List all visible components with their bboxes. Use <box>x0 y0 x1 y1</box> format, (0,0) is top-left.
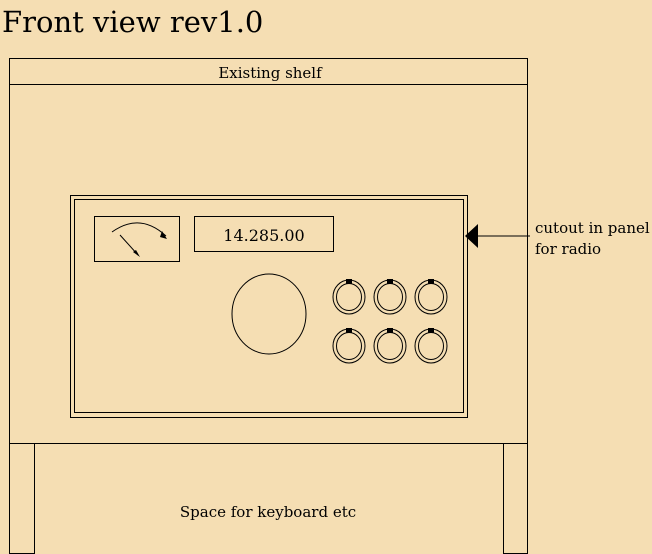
control-knob <box>373 279 407 315</box>
existing-shelf <box>9 58 528 85</box>
knob-inner-ring <box>377 332 403 360</box>
knob-inner-ring <box>418 332 444 360</box>
knob-indicator <box>428 279 434 284</box>
knob-inner-ring <box>336 283 362 311</box>
cutout-outer <box>70 195 468 418</box>
knob-outer-ring <box>373 328 407 364</box>
knob-inner-ring <box>418 283 444 311</box>
control-knobs <box>332 279 448 364</box>
cabinet: Existing shelf <box>9 58 528 444</box>
existing-shelf-label: Existing shelf <box>218 64 323 82</box>
legs <box>9 443 528 554</box>
tuning-dial <box>231 273 307 355</box>
annotation-line-1: cutout in panel <box>535 219 650 237</box>
knob-inner-ring <box>377 283 403 311</box>
frequency-display-frame <box>194 216 334 252</box>
knob-outer-ring <box>332 279 366 315</box>
cutout-inner <box>74 199 464 413</box>
control-knob <box>373 328 407 364</box>
knob-outer-ring <box>414 279 448 315</box>
knob-indicator <box>346 328 352 333</box>
frequency-display: 14.285.00 <box>194 216 334 252</box>
meter-frame <box>94 216 180 262</box>
keyboard-space-label: Space for keyboard etc <box>180 503 356 521</box>
control-knob <box>414 279 448 315</box>
knob-outer-ring <box>373 279 407 315</box>
knob-indicator <box>346 279 352 284</box>
control-knob <box>332 328 366 364</box>
knob-outer-ring <box>332 328 366 364</box>
control-knob <box>332 279 366 315</box>
control-knob <box>414 328 448 364</box>
knob-indicator <box>387 279 393 284</box>
radio-cutout: 14.285.00 <box>70 195 468 418</box>
knob-indicator <box>387 328 393 333</box>
analog-meter <box>94 216 180 262</box>
meter-arc-arrowhead <box>160 231 167 239</box>
frequency-readout: 14.285.00 <box>223 226 304 245</box>
drawing-title: Front view rev1.0 <box>2 5 263 39</box>
meter-scale-arc <box>111 222 167 237</box>
cutout-annotation: cutout in panel for radio <box>465 219 650 258</box>
knob-outer-ring <box>414 328 448 364</box>
annotation-line-2: for radio <box>535 240 601 258</box>
annotation-arrowhead <box>465 224 478 248</box>
meter-needle-tip <box>133 250 140 257</box>
knob-indicator <box>428 328 434 333</box>
knob-inner-ring <box>336 332 362 360</box>
